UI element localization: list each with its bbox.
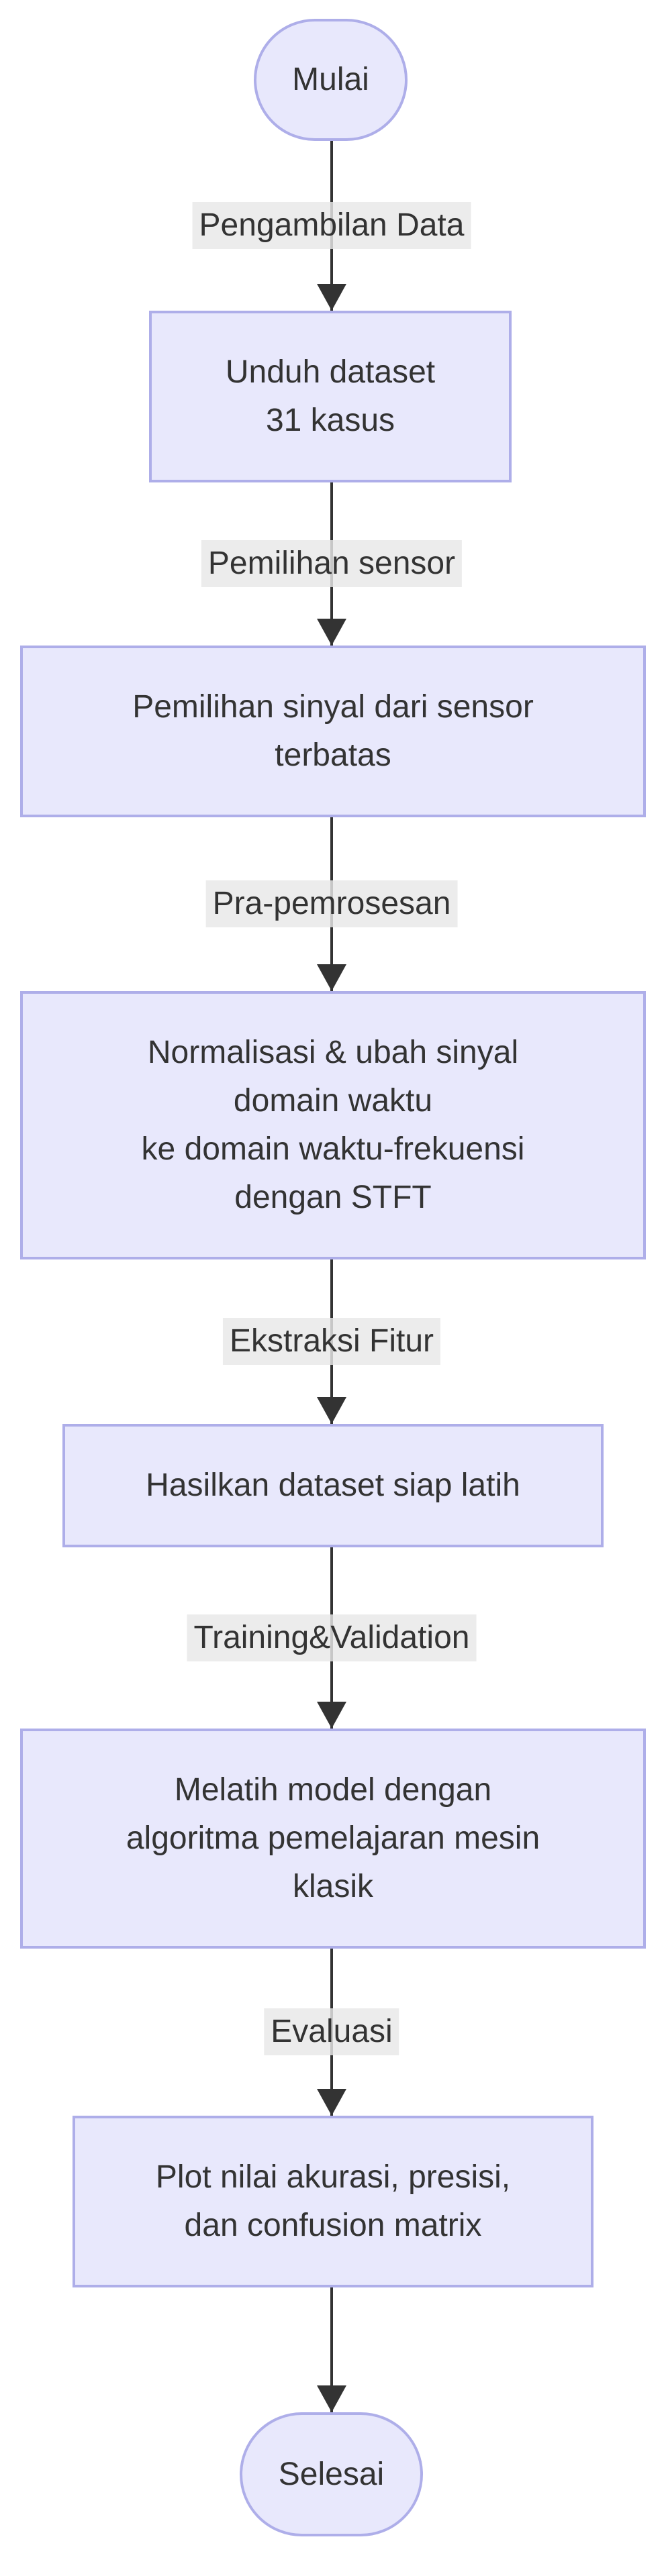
node-text-line: klasik — [292, 1869, 374, 1904]
node-text-line: terbatas — [275, 737, 391, 773]
arrowhead-icon — [317, 1397, 346, 1424]
edge-label-training-validation: Training&Validation — [187, 1614, 477, 1661]
edge-label-ekstraksi-fitur: Ekstraksi Fitur — [222, 1318, 441, 1365]
process-node-download-dataset: Unduh dataset 31 kasus — [149, 311, 512, 482]
edge-label-pemilihan-sensor: Pemilihan sensor — [201, 540, 463, 587]
end-node-label: Selesai — [278, 2456, 385, 2492]
process-node-preprocessing: Normalisasi & ubah sinyal domain waktu k… — [20, 991, 646, 1259]
process-node-training: Melatih model dengan algoritma pemelajar… — [20, 1729, 646, 1949]
edge-label-evaluasi: Evaluasi — [264, 2008, 399, 2055]
arrowhead-icon — [317, 964, 346, 991]
node-text-line: ke domain waktu-frekuensi — [141, 1131, 525, 1167]
end-node: Selesai — [240, 2412, 423, 2536]
node-text-line: algoritma pemelajaran mesin — [126, 1820, 540, 1856]
node-text-line: Unduh dataset — [225, 354, 436, 390]
arrowhead-icon — [317, 284, 346, 311]
node-text-line: Melatih model dengan — [174, 1772, 492, 1808]
node-text-line: 31 kasus — [265, 403, 395, 438]
process-node-evaluation-plot: Plot nilai akurasi, presisi, dan confusi… — [73, 2116, 593, 2287]
process-node-feature-dataset: Hasilkan dataset siap latih — [62, 1424, 604, 1547]
node-text-line: dengan STFT — [234, 1180, 432, 1215]
process-node-signal-selection: Pemilihan sinyal dari sensor terbatas — [20, 646, 646, 817]
edge-label-pengambilan-data: Pengambilan Data — [192, 202, 471, 249]
edge-label-pra-pemrosesan: Pra-pemrosesan — [205, 880, 458, 927]
start-node: Mulai — [254, 19, 408, 141]
arrowhead-icon — [317, 1702, 346, 1729]
node-text-line: Normalisasi & ubah sinyal — [147, 1035, 519, 1070]
node-text-line: domain waktu — [233, 1083, 433, 1119]
node-text-line: Plot nilai akurasi, presisi, — [155, 2159, 511, 2195]
start-node-label: Mulai — [292, 62, 369, 97]
arrowhead-icon — [317, 619, 346, 646]
edge-line-7 — [330, 2287, 333, 2412]
node-text-line: dan confusion matrix — [184, 2208, 482, 2243]
node-text-line: Pemilihan sinyal dari sensor — [132, 689, 534, 725]
node-text-line: Hasilkan dataset siap latih — [146, 1467, 520, 1503]
arrowhead-icon — [317, 2089, 346, 2116]
arrowhead-icon — [317, 2385, 346, 2412]
